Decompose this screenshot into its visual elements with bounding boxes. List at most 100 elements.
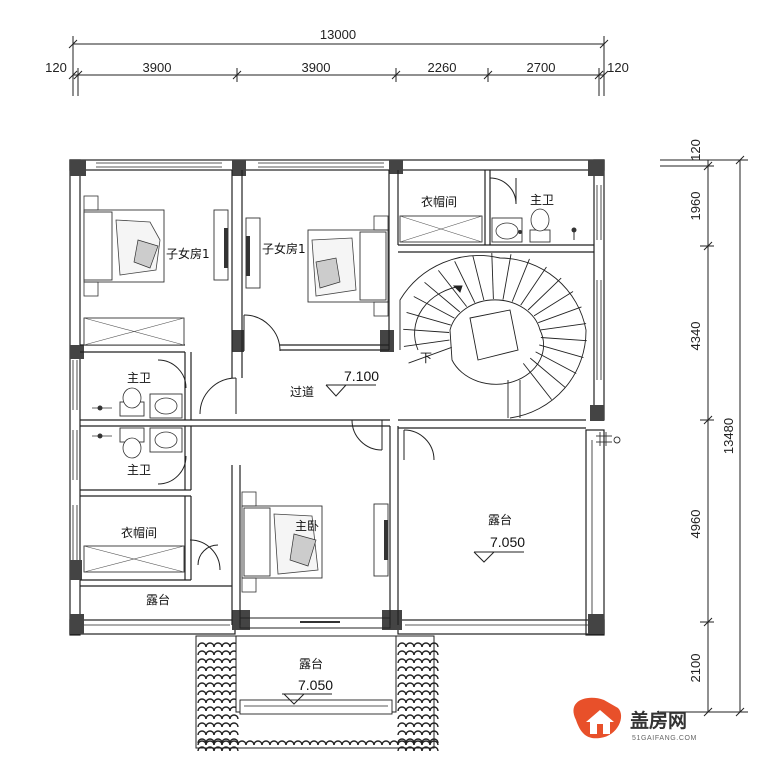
roof-tile <box>229 722 239 728</box>
roof-tile <box>205 666 215 672</box>
roof-tile <box>205 740 215 746</box>
roof-tile <box>349 740 359 746</box>
elevation-marker-terrace-right: 7.050 <box>473 534 525 563</box>
roof-tile <box>405 674 415 680</box>
roof-tile <box>197 714 207 720</box>
roof-tile <box>413 730 423 736</box>
room-label-terrace-bottom: 露台 <box>299 656 323 671</box>
room-label-terrace-right: 露台 <box>488 512 512 527</box>
dim-top-seg-1: 120 <box>45 60 67 75</box>
roof-tile <box>421 698 431 704</box>
roof-tile <box>205 674 215 680</box>
right-dimensions <box>660 155 748 717</box>
roof-tile <box>221 714 231 720</box>
stair-tread <box>408 346 452 364</box>
roof-tile <box>221 746 231 752</box>
stair-tread <box>413 296 455 319</box>
roof-tile <box>197 682 207 688</box>
roof-tile <box>405 666 415 672</box>
roof-tile <box>413 658 423 664</box>
roof-tile <box>413 690 423 696</box>
stair-tread <box>438 270 468 307</box>
roof-tile <box>197 722 207 728</box>
roof-tile <box>205 682 215 688</box>
roof-tile <box>205 642 215 648</box>
roof-tile <box>389 740 399 746</box>
roof-tile <box>221 730 231 736</box>
roof-tile <box>221 674 231 680</box>
stair-tread <box>502 254 512 300</box>
roof-tile <box>253 740 263 746</box>
room-label-kids-right: 子女房1 <box>262 241 306 256</box>
elevation-terrace-bottom: 7.050 <box>298 677 333 693</box>
roof-tile <box>221 740 231 746</box>
roof-tile <box>421 740 431 746</box>
roof-tile <box>293 740 303 746</box>
roof-tile <box>205 650 215 656</box>
roof-tile <box>221 650 231 656</box>
logo-name: 盖房网 <box>630 709 687 732</box>
roof-tile <box>429 666 439 672</box>
stair-tread <box>491 253 494 300</box>
stair-tread <box>403 328 450 333</box>
elevation-marker-corridor: 7.100 <box>325 368 379 397</box>
stair-tread <box>529 357 566 389</box>
stair-tread <box>454 261 476 303</box>
roof-tile <box>213 746 223 752</box>
dim-top-total: 13000 <box>320 27 356 42</box>
roof-tile <box>381 740 391 746</box>
roof-tile <box>221 690 231 696</box>
roof-tile <box>429 730 439 736</box>
roof-tile <box>405 682 415 688</box>
roof-tile <box>429 706 439 712</box>
roof-tile <box>213 650 223 656</box>
roof-tile <box>405 658 415 664</box>
roof-tile <box>405 714 415 720</box>
room-label-wardrobe-top: 衣帽间 <box>421 194 457 209</box>
elevation-corridor: 7.100 <box>344 368 379 384</box>
master-bedroom-furniture <box>241 491 389 623</box>
kids-room-right-furniture <box>245 215 389 317</box>
roof-tile <box>413 650 423 656</box>
roof-tile <box>205 722 215 728</box>
roof-tile <box>197 674 207 680</box>
roof-tile <box>429 674 439 680</box>
roof-tile <box>221 722 231 728</box>
roof-tile <box>421 666 431 672</box>
roof-tile <box>221 658 231 664</box>
roof-tile <box>429 722 439 728</box>
roof-tile <box>413 714 423 720</box>
roof-tile <box>421 730 431 736</box>
roof-tile <box>357 740 367 746</box>
roof-tile <box>213 674 223 680</box>
roof-tile <box>213 698 223 704</box>
roof-tile <box>205 690 215 696</box>
roof-tile <box>213 690 223 696</box>
bath-mid-lower-fixtures <box>92 427 183 459</box>
site-logo: 盖房网 51GAIFANG.COM <box>573 697 696 742</box>
elevation-terrace-right: 7.050 <box>490 534 525 550</box>
roof-tile <box>301 740 311 746</box>
roof-tile <box>413 740 423 746</box>
roof-tile <box>333 740 343 746</box>
elevation-marker-terrace-bottom: 7.050 <box>282 677 333 705</box>
stair-tread <box>406 311 451 326</box>
roof-tile <box>397 642 407 648</box>
roof-tile <box>221 666 231 672</box>
stair-tread <box>527 277 562 311</box>
roof-tile <box>205 730 215 736</box>
stair-tread <box>511 258 530 302</box>
roof-tile <box>237 740 247 746</box>
roof-tile <box>229 746 239 752</box>
roof-tile <box>397 730 407 736</box>
stair-tread <box>472 255 485 301</box>
roof-tile <box>413 666 423 672</box>
roof-tile <box>421 722 431 728</box>
kids-room-left-furniture <box>83 195 229 346</box>
roof-tile <box>397 674 407 680</box>
roof-tile <box>309 740 319 746</box>
roof-tile <box>229 730 239 736</box>
stair-tread <box>520 266 547 306</box>
roof-tile <box>221 706 231 712</box>
